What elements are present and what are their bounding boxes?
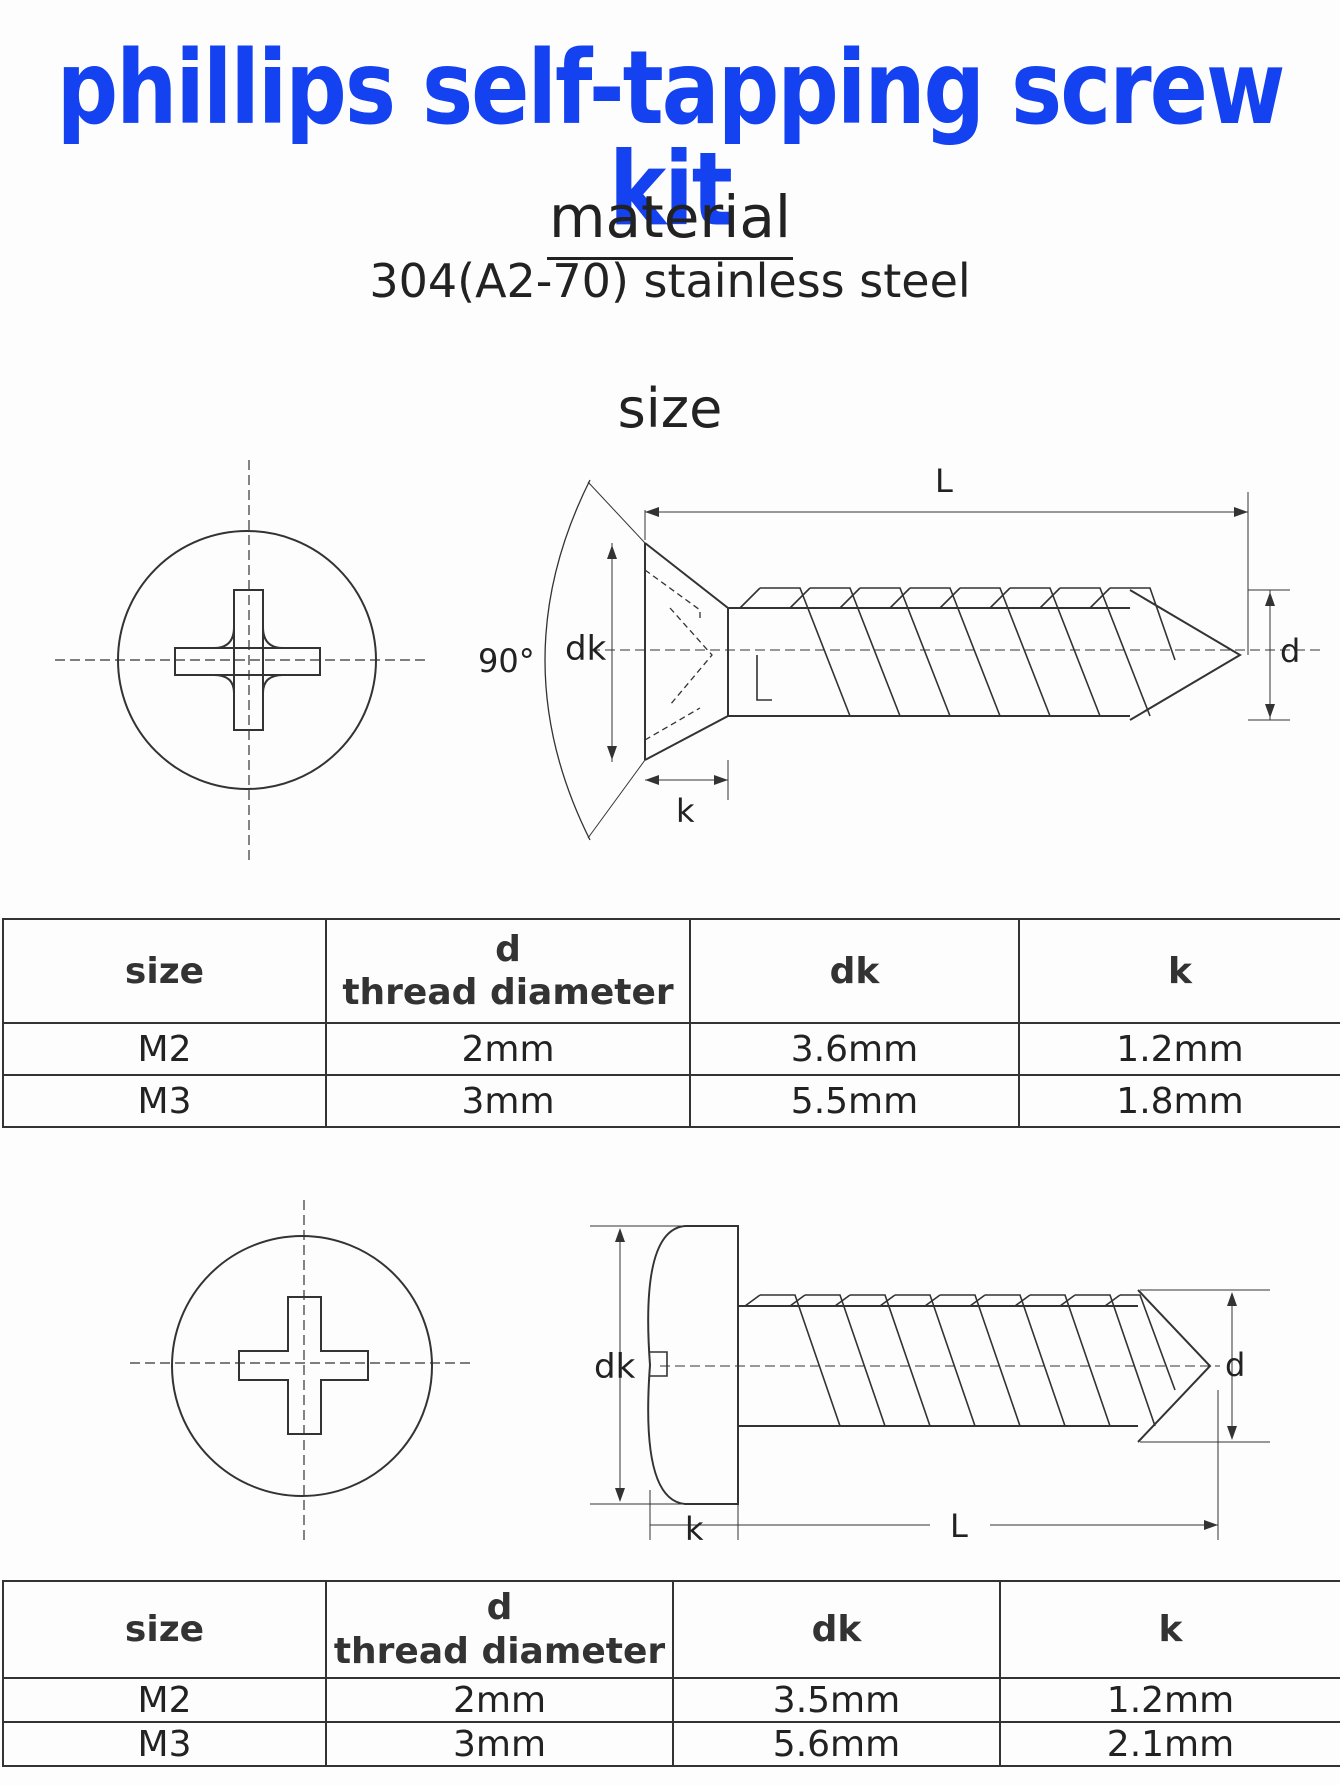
cell-k: 2.1mm <box>999 1721 1340 1767</box>
header-k: k <box>1018 918 1340 1024</box>
cell-size: M2 <box>2 1677 327 1723</box>
pan-head-side-view <box>647 1225 1220 1505</box>
pan-head-top-view-circle <box>171 1235 433 1497</box>
cell-dk: 5.5mm <box>689 1074 1020 1128</box>
page-title: phillips self-tapping screw kit <box>56 29 1286 250</box>
header-d-symbol: d <box>495 928 521 970</box>
countersunk-screw-diagram: 90° dk L k d <box>55 460 1320 860</box>
dk-label: dk <box>594 1347 636 1387</box>
header-dk: dk <box>672 1580 1001 1679</box>
cell-dk: 3.6mm <box>689 1022 1020 1076</box>
k-label: k <box>685 1510 704 1548</box>
table-row: M3 3mm 5.5mm 1.8mm <box>2 1074 1340 1128</box>
header-d-desc: thread diameter <box>342 972 674 1013</box>
length-label: L <box>935 462 953 500</box>
cell-d: 2mm <box>325 1677 674 1723</box>
header-size: size <box>2 918 327 1024</box>
header-d-desc: thread diameter <box>333 1630 666 1672</box>
phillips-cross-icon <box>238 1296 369 1435</box>
dk-label: dk <box>565 629 607 669</box>
k-label: k <box>676 792 695 830</box>
cell-d: 3mm <box>325 1074 691 1128</box>
cell-size: M2 <box>2 1022 327 1076</box>
cell-size: M3 <box>2 1721 327 1767</box>
material-heading: material <box>0 183 1340 260</box>
cell-dk: 5.6mm <box>672 1721 1001 1767</box>
cell-k: 1.2mm <box>1018 1022 1340 1076</box>
angle-label: 90° <box>478 642 535 680</box>
cell-d: 2mm <box>325 1022 691 1076</box>
header-k: k <box>999 1580 1340 1679</box>
header-d-symbol: d <box>486 1587 513 1629</box>
length-label: L <box>950 1507 968 1545</box>
pan-head-screw-diagram: dk d k L <box>130 1200 1270 1548</box>
head-top-view-circle <box>117 530 377 790</box>
cell-k: 1.2mm <box>999 1677 1340 1723</box>
cell-d: 3mm <box>325 1721 674 1767</box>
table-row: M2 2mm 3.6mm 1.2mm <box>2 1022 1340 1076</box>
table-row: M2 2mm 3.5mm 1.2mm <box>2 1677 1340 1723</box>
d-label: d <box>1280 632 1300 670</box>
material-heading-text: material <box>546 183 794 260</box>
countersunk-side-view <box>590 542 1320 761</box>
cell-size: M3 <box>2 1074 327 1128</box>
cell-k: 1.8mm <box>1018 1074 1340 1128</box>
cell-dk: 3.5mm <box>672 1677 1001 1723</box>
table-row: M3 3mm 5.6mm 2.1mm <box>2 1721 1340 1767</box>
header-dk: dk <box>689 918 1020 1024</box>
header-size: size <box>2 1580 327 1679</box>
d-label: d <box>1225 1346 1245 1384</box>
phillips-cross-icon <box>174 589 321 731</box>
size-heading: size <box>617 377 723 440</box>
material-value: 304(A2-70) stainless steel <box>369 254 971 308</box>
